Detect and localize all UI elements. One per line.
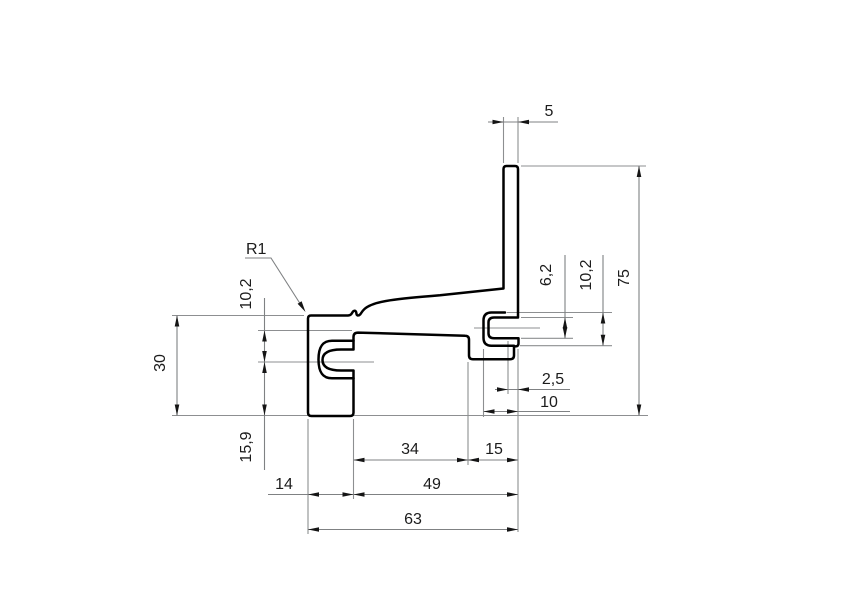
dim-text-block-height: 30 (152, 354, 169, 372)
dim-text-channel-width: 34 (401, 441, 419, 458)
dim-text-slot-gap: 6,2 (538, 264, 555, 286)
dim-text-fin-width: 5 (545, 103, 554, 120)
arrow-icon (518, 387, 529, 392)
radius-leader-line (245, 257, 304, 310)
profile-geometry (306, 164, 520, 418)
dim-text-overall-height: 75 (616, 269, 633, 287)
dim-text-block-width: 14 (275, 476, 293, 493)
dimension-texts: 5 6,2 10,2 75 10,2 30 15,9 2,5 10 34 15 … (152, 103, 633, 528)
screw-boss-outline (482, 311, 516, 347)
dim-text-web-offset: 10,2 (238, 278, 255, 309)
dim-text-overall-width: 63 (404, 511, 422, 528)
dimension-lines (174, 119, 642, 532)
arrow-icon (497, 387, 508, 392)
profile-outline (306, 164, 520, 418)
arrow-icon (492, 119, 504, 125)
dim-text-step-width: 15 (485, 441, 503, 458)
dim-text-boss-height: 10,2 (578, 259, 595, 290)
dim-text-mid-width: 49 (423, 476, 441, 493)
arrow-icon (518, 119, 529, 125)
dim-text-lip-depth: 2,5 (542, 371, 564, 388)
dim-text-corner-radius: R1 (246, 241, 267, 258)
dim-text-boss-depth: 10 (540, 394, 558, 411)
dim-text-bottom-offset: 15,9 (238, 431, 255, 462)
arrow-icon (297, 301, 306, 312)
extension-lines (172, 117, 648, 534)
screw-channel-outline (317, 339, 355, 380)
